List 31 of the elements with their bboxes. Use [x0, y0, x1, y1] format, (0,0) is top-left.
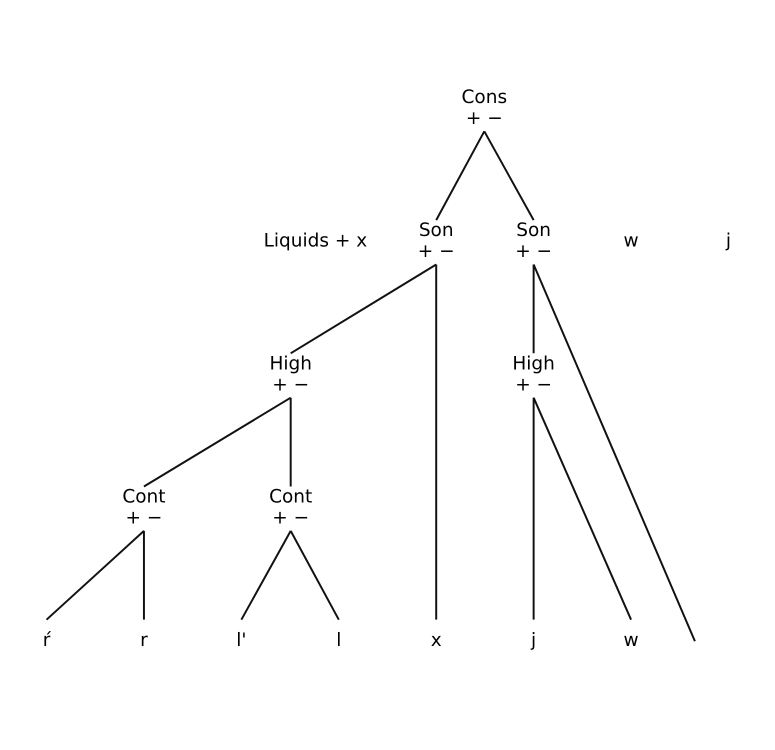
connector — [435, 130, 486, 220]
connector — [240, 530, 292, 620]
connector — [143, 396, 292, 487]
node-text: r — [140, 630, 148, 651]
node-text: Cons + − — [462, 86, 508, 128]
node-text: Son + − — [515, 220, 552, 262]
node-text: j — [531, 630, 536, 651]
connector — [532, 264, 535, 353]
connector — [435, 264, 438, 620]
label: j — [726, 230, 732, 252]
connector — [532, 396, 632, 620]
node-text: High + − — [269, 352, 312, 395]
connector — [290, 530, 340, 620]
connector — [532, 264, 696, 642]
node-text: x — [430, 630, 442, 651]
node-text: w — [623, 630, 639, 651]
node-text: ŕ — [42, 630, 50, 651]
connector — [290, 263, 437, 354]
connector — [290, 397, 292, 486]
connector — [46, 530, 145, 620]
label: Liquids + x — [264, 230, 368, 252]
label: w — [623, 230, 639, 252]
node-text: l — [336, 630, 342, 651]
node-text: High + − — [512, 352, 555, 395]
node-text: l' — [236, 630, 246, 651]
node-text: Cont + − — [269, 486, 312, 528]
node-text: Son + − — [418, 220, 455, 262]
node-text: Cont + − — [122, 486, 166, 528]
connector — [483, 130, 534, 220]
connector — [532, 397, 535, 620]
connector — [142, 530, 145, 620]
